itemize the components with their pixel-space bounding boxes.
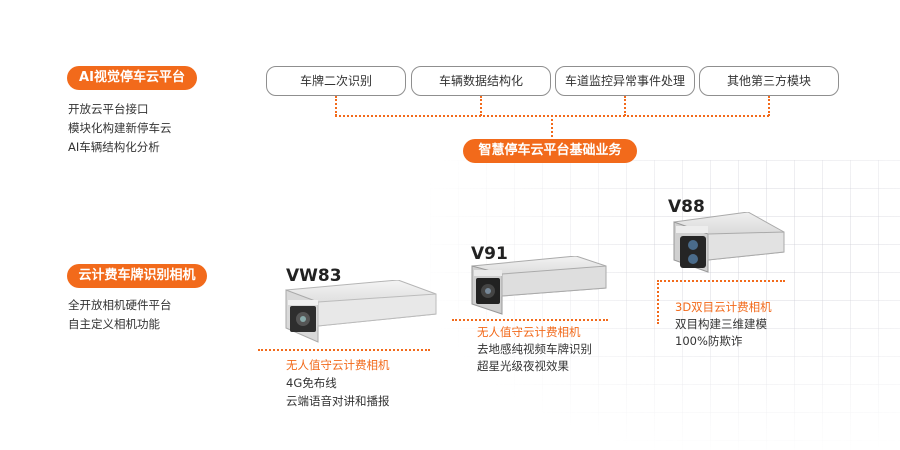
connector-line [768,96,770,116]
model-label-vw83: VW83 [286,266,342,286]
camera-vw83-icon [285,280,437,343]
camera-feature-v88: 100%防欺诈 [675,334,743,348]
connector-line [335,96,337,116]
camera-title-vw83: 无人值守云计费相机 [286,358,390,372]
camera-divider-v88 [657,280,785,282]
camera-title-v91: 无人值守云计费相机 [477,325,581,339]
module-lane-monitoring[interactable]: 车道监控异常事件处理 [555,66,695,96]
ai-feature-item: AI车辆结构化分析 [68,140,160,154]
camera-v91-icon [471,256,607,315]
ai-platform-badge: AI视觉停车云平台 [67,66,197,90]
connector-line [480,96,482,116]
model-label-v88: V88 [668,197,705,217]
basic-service-badge: 智慧停车云平台基础业务 [463,139,637,163]
grid-background [430,160,900,450]
camera-divider-v88 [657,280,659,324]
camera-feature-v91: 去地感纯视频车牌识别 [477,342,592,356]
ai-feature-item: 模块化构建新停车云 [68,121,172,135]
camera-divider-vw83 [258,349,430,351]
camera-feature-vw83: 4G免布线 [286,376,337,390]
camera-section-badge: 云计费车牌识别相机 [67,264,207,288]
ai-platform-features: 开放云平台接口 模块化构建新停车云 AI车辆结构化分析 [68,100,172,157]
camera-feature-v88: 双目构建三维建模 [675,317,767,331]
camera-feature-item: 自主定义相机功能 [68,317,160,331]
module-third-party[interactable]: 其他第三方模块 [699,66,839,96]
camera-v88-icon [673,212,785,273]
connector-line [624,96,626,116]
camera-section-features: 全开放相机硬件平台 自主定义相机功能 [68,296,172,334]
module-plate-rerecognition[interactable]: 车牌二次识别 [266,66,406,96]
module-vehicle-structuring[interactable]: 车辆数据结构化 [411,66,551,96]
connector-line [551,115,553,137]
camera-feature-vw83: 云端语音对讲和播报 [286,394,390,408]
camera-feature-v91: 超星光级夜视效果 [477,359,569,373]
model-label-v91: V91 [471,244,508,264]
camera-title-v88: 3D双目云计费相机 [675,300,772,314]
camera-feature-item: 全开放相机硬件平台 [68,298,172,312]
ai-feature-item: 开放云平台接口 [68,102,149,116]
camera-divider-v91 [452,319,608,321]
